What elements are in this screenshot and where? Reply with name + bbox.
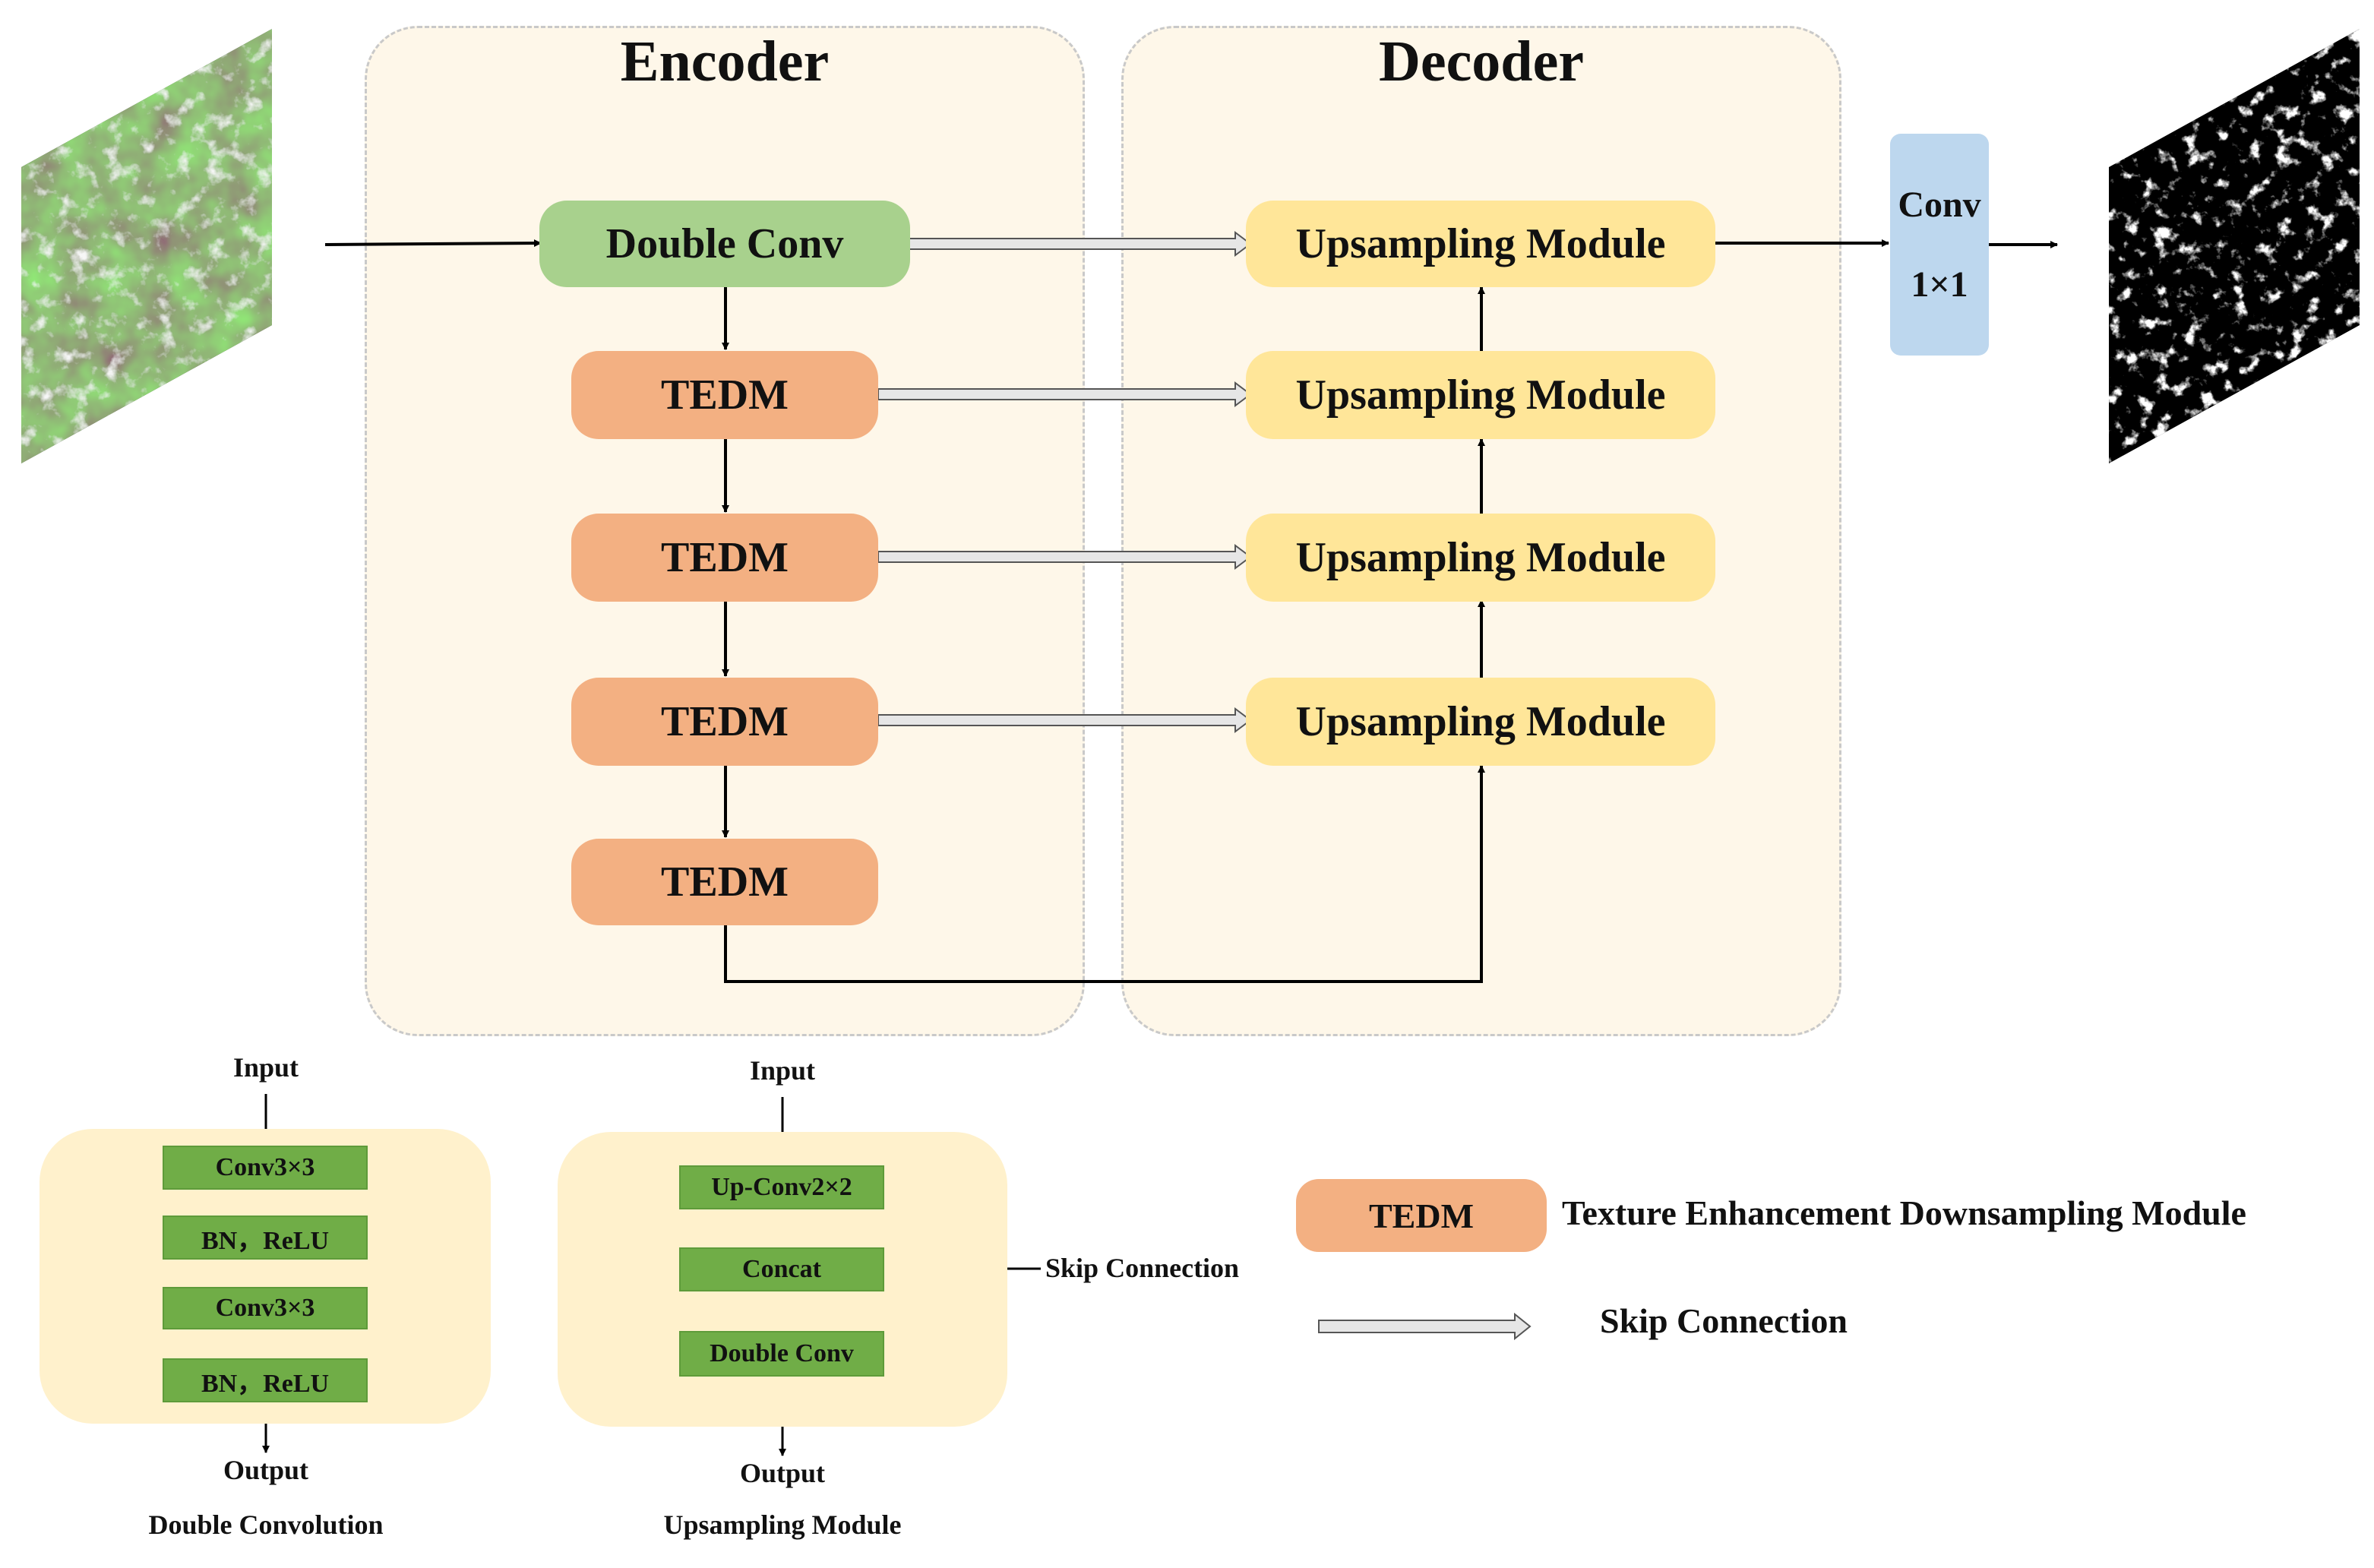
up-input-label: Input	[749, 1055, 816, 1086]
encoder-title: Encoder	[620, 30, 830, 93]
tedm-node-1: TEDM	[571, 351, 878, 439]
legend-skip-description: Skip Connection	[1600, 1301, 1848, 1340]
conv1x1-line1: Conv	[1898, 185, 1981, 225]
up-step-2: Concat	[679, 1247, 884, 1291]
up-skip-label: Skip Connection	[1045, 1253, 1240, 1283]
legend-tedm-box: TEDM	[1296, 1179, 1547, 1252]
bottleneck-path	[724, 765, 1485, 983]
upsampling-node-1: Upsampling Module	[1246, 201, 1715, 287]
tedm-node-2: TEDM	[571, 514, 878, 602]
dc-output-label: Output	[223, 1455, 309, 1485]
double-conv-node: Double Conv	[539, 201, 910, 287]
legend-tedm-description: Texture Enhancement Downsampling Module	[1562, 1193, 2246, 1232]
dc-step-3: Conv3×3	[163, 1287, 368, 1329]
output-mask-image	[2109, 29, 2360, 463]
up-step-1: Up-Conv2×2	[679, 1165, 884, 1209]
skip-connection-2	[877, 381, 1252, 407]
dc-step-1: Conv3×3	[163, 1146, 368, 1190]
skip-connection-4	[877, 707, 1252, 733]
skip-connection-1	[908, 231, 1252, 257]
up-caption: Upsampling Module	[663, 1510, 902, 1540]
up-step-3: Double Conv	[679, 1331, 884, 1377]
legend-skip-arrow	[1318, 1312, 1532, 1341]
dc-input-label: Input	[232, 1052, 299, 1083]
input-arrow	[324, 239, 542, 248]
skip-connection-3	[877, 544, 1252, 570]
conv1x1-line2: 1×1	[1911, 264, 1968, 305]
dc-step-2: BN，ReLU	[163, 1216, 368, 1260]
upsampling-node-2: Upsampling Module	[1246, 351, 1715, 439]
up-output-label: Output	[739, 1458, 826, 1488]
dc-step-4: BN，ReLU	[163, 1358, 368, 1402]
tedm-node-4: TEDM	[571, 839, 878, 925]
upsampling-node-4: Upsampling Module	[1246, 678, 1715, 766]
tedm-node-3: TEDM	[571, 678, 878, 766]
conv1x1-node: Conv 1×1	[1890, 134, 1989, 356]
input-satellite-image	[21, 29, 272, 463]
upsampling-node-3: Upsampling Module	[1246, 514, 1715, 602]
decoder-title: Decoder	[1378, 30, 1585, 93]
dc-caption: Double Convolution	[148, 1510, 384, 1540]
